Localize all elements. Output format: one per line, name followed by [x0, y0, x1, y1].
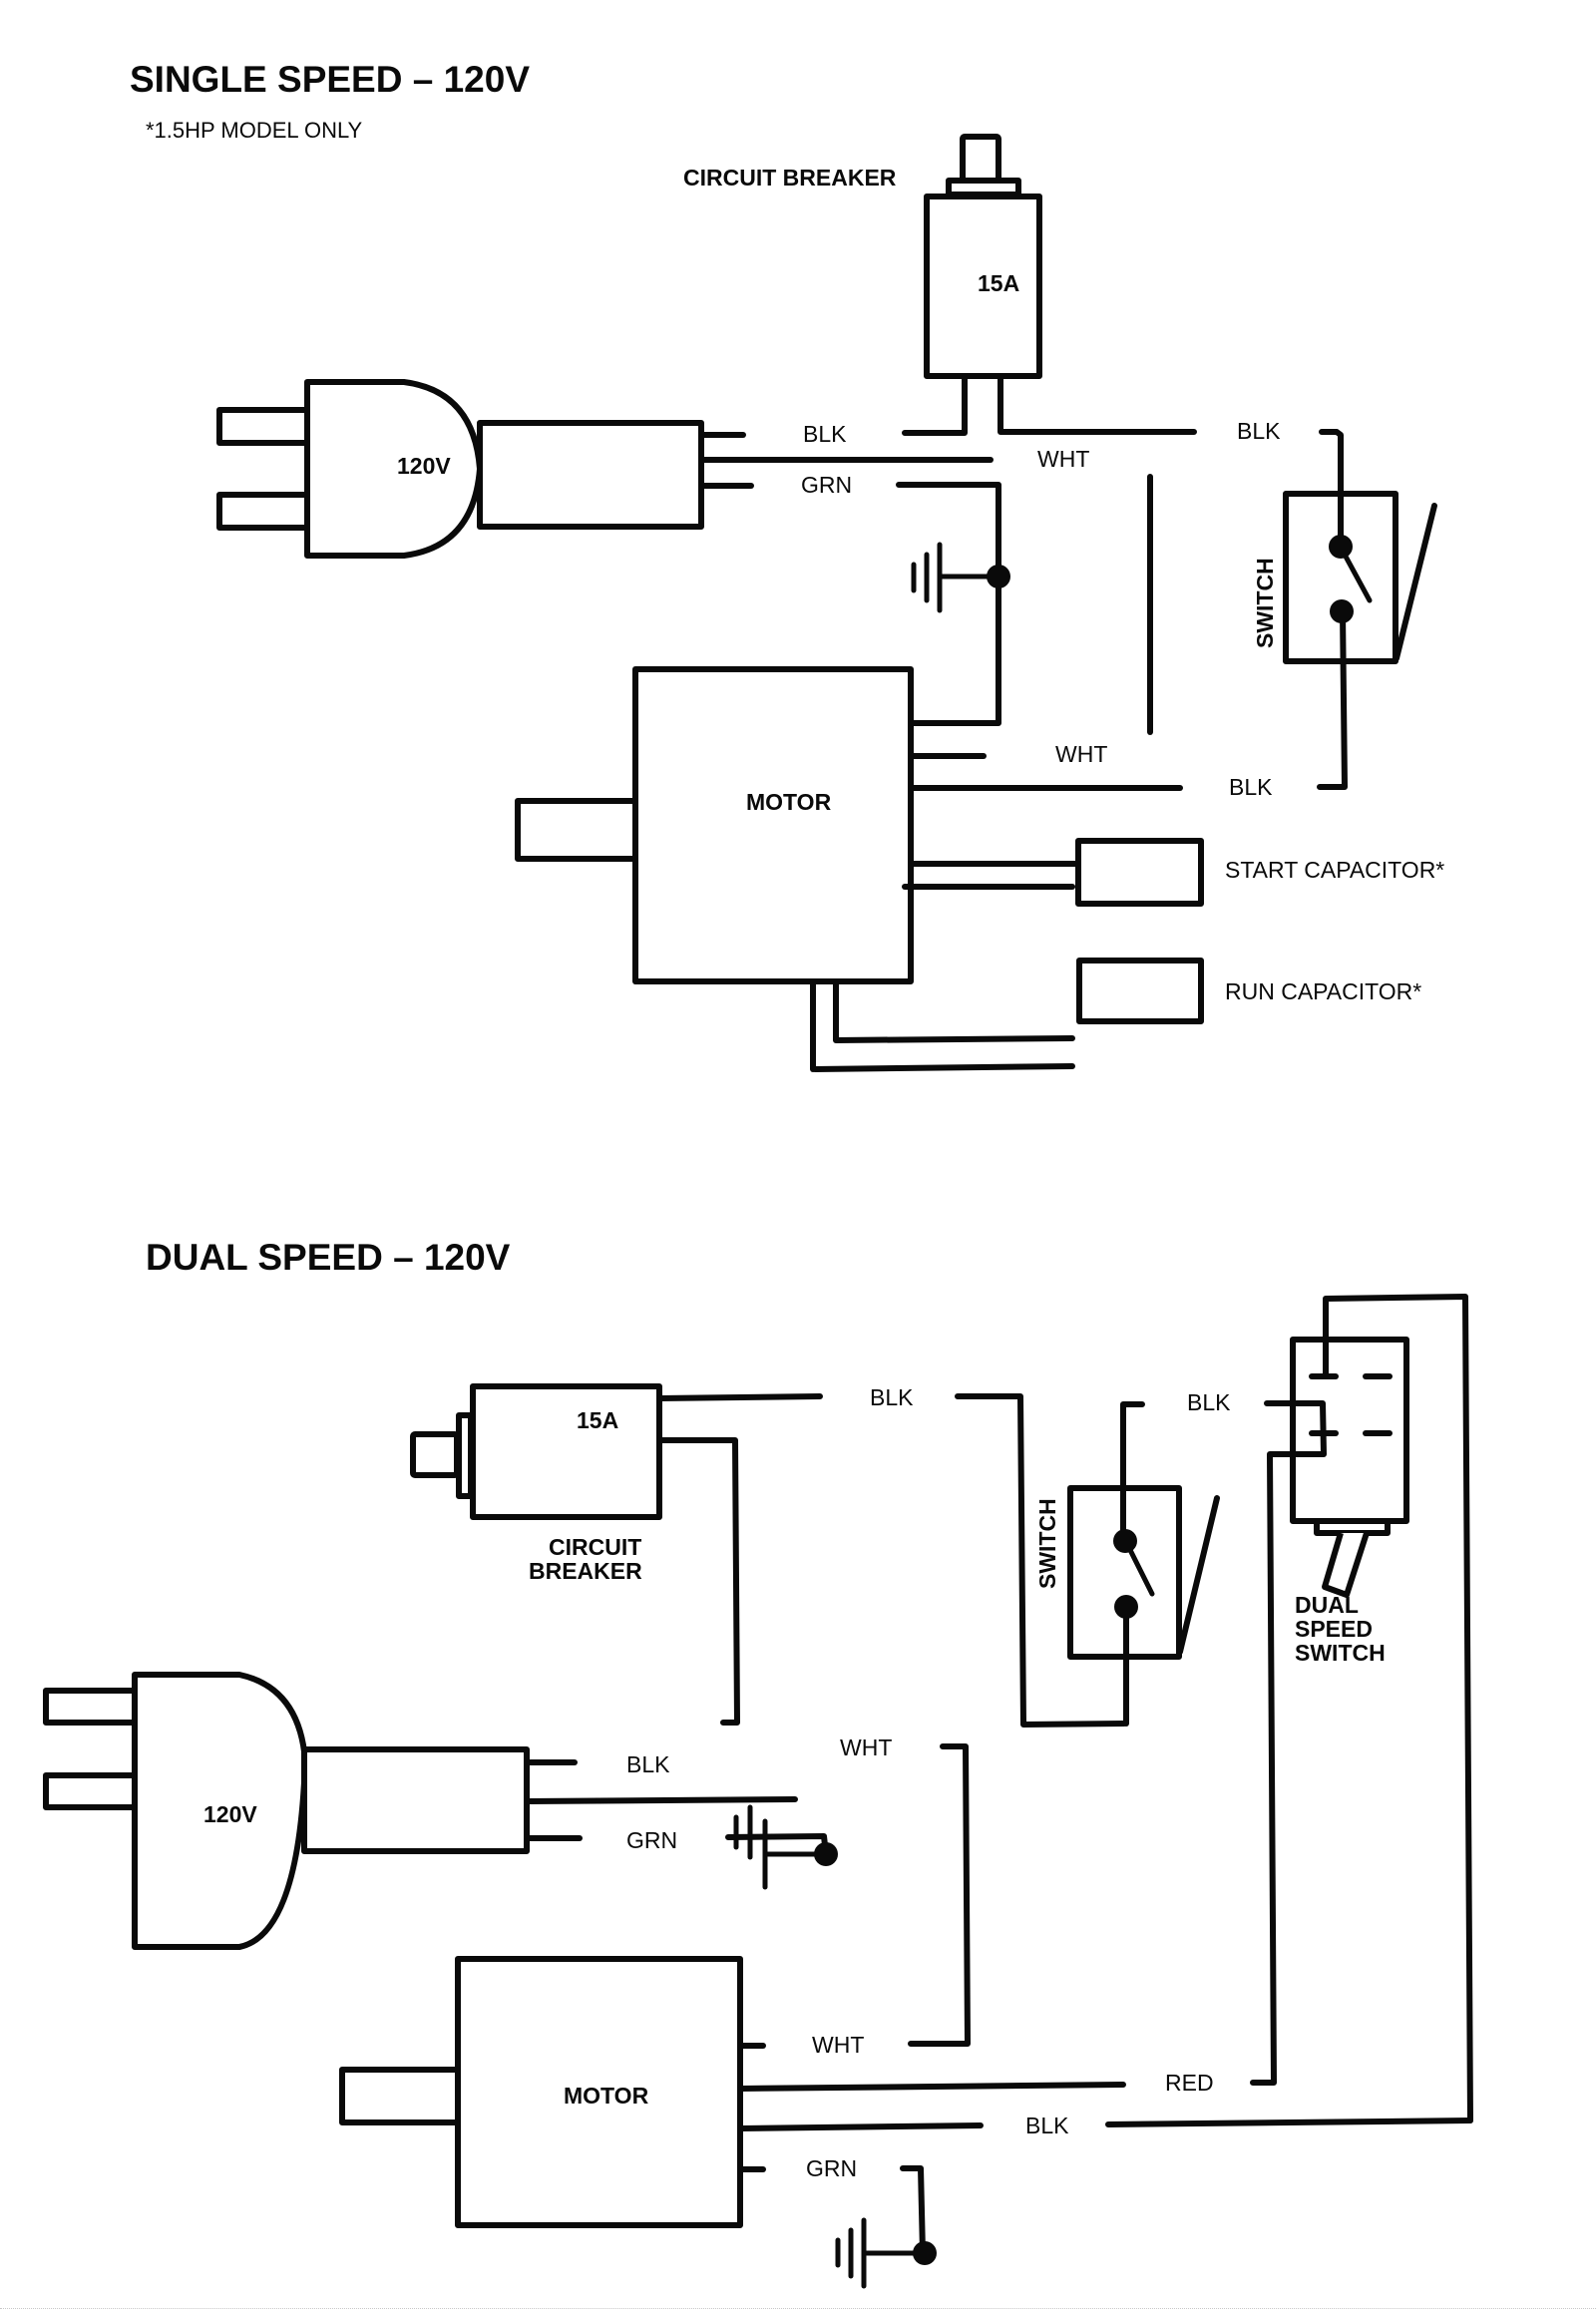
- switch-blade: [1126, 1545, 1155, 1597]
- run-capacitor: [1076, 958, 1204, 1024]
- wire-breaker-to-plug-blk: [656, 1437, 740, 1726]
- breaker-rating: 15A: [978, 270, 1019, 296]
- plug-prong-top: [43, 1688, 138, 1726]
- wire-dual-red-path: [1250, 1400, 1327, 2086]
- motor-shaft: [515, 798, 638, 862]
- wire-blk-to-breaker: [902, 374, 968, 436]
- breaker-collar: [946, 178, 1021, 197]
- dual-switch-label-line2: SPEED: [1295, 1616, 1373, 1642]
- breaker-body: [470, 1383, 662, 1520]
- dual-switch-label-line1: DUAL: [1295, 1592, 1359, 1618]
- wire-label-motor-blk: BLK: [1229, 774, 1273, 800]
- wire-label-motor-red: RED: [1165, 2070, 1214, 2096]
- wire-label-grn: GRN: [801, 472, 852, 498]
- switch-label: SWITCH: [1034, 1498, 1060, 1589]
- wire-motor-blk: [737, 2122, 984, 2131]
- breaker-reset-button: [410, 1431, 460, 1478]
- motor: MOTOR: [515, 666, 914, 984]
- switch-contact-top: [1113, 1529, 1137, 1553]
- single-speed-diagram: SINGLE SPEED – 120V *1.5HP MODEL ONLY 15…: [130, 59, 1444, 1072]
- dual-switch-toggle: [1322, 1532, 1370, 1598]
- dual-motor: MOTOR: [339, 1956, 743, 2228]
- dual-switch-label-line3: SWITCH: [1295, 1640, 1386, 1666]
- power-switch: SWITCH: [1252, 429, 1437, 790]
- wire-label-plug-grn: GRN: [626, 1827, 677, 1853]
- wire-label-wht-top: WHT: [1037, 446, 1089, 472]
- motor-shaft: [339, 2067, 463, 2125]
- wire-run-cap-2: [812, 1063, 1075, 1072]
- dual-speed-diagram: DUAL SPEED – 120V 15A CIRCUIT BREAKER BL…: [43, 1237, 1473, 2289]
- wire-label-plug-blk: BLK: [626, 1751, 670, 1777]
- wire-label-switch-blk-top: BLK: [1237, 418, 1281, 444]
- switch-lever: [1394, 503, 1437, 661]
- breaker-collar: [456, 1412, 474, 1499]
- plug-120v: 120V: [216, 379, 704, 559]
- power-cord: [301, 1746, 530, 1854]
- ground-icon: [911, 542, 1010, 613]
- plug-prong-top: [216, 407, 310, 446]
- dual-power-switch: SWITCH: [1034, 1401, 1220, 1727]
- dual-switch-collar: [1314, 1518, 1391, 1536]
- power-cord: [477, 420, 704, 530]
- plug-body: [304, 379, 483, 559]
- plug-voltage-label: 120V: [397, 453, 451, 479]
- switch-wire-bottom: [1317, 608, 1348, 790]
- wire-label-switch-blk: BLK: [1187, 1389, 1231, 1415]
- start-capacitor-label: START CAPACITOR*: [1225, 857, 1444, 883]
- ground-icon: [733, 1804, 838, 1890]
- dual-plug-120v: 120V: [43, 1672, 530, 1950]
- ground-junction: [987, 565, 1010, 588]
- wire-blk-to-switch: [955, 1393, 1127, 1728]
- breaker-body: [924, 193, 1042, 379]
- motor-label: MOTOR: [746, 789, 832, 815]
- wire-run-cap-1: [833, 978, 1075, 1043]
- dual-speed-title: DUAL SPEED – 120V: [146, 1237, 511, 1278]
- start-capacitor: [1075, 838, 1204, 907]
- breaker-reset-button: [960, 134, 1001, 184]
- wire-breaker-blk-out: [998, 374, 1197, 435]
- motor-label: MOTOR: [564, 2083, 649, 2109]
- wire-grn-to-ground: [896, 482, 1001, 726]
- wire-label-motor-grn: GRN: [806, 2155, 857, 2181]
- wire-label-breaker-blk: BLK: [870, 1384, 914, 1410]
- ground-junction: [913, 2241, 937, 2265]
- wire-label-blk: BLK: [803, 421, 847, 447]
- single-speed-title: SINGLE SPEED – 120V: [130, 59, 530, 100]
- wire-grn-to-ground: [725, 1833, 829, 1857]
- plug-prong-bottom: [43, 1772, 138, 1810]
- wire-wht-bracket: [908, 1743, 971, 2047]
- plug-prong-bottom: [216, 492, 310, 531]
- run-capacitor-label: RUN CAPACITOR*: [1225, 978, 1421, 1004]
- model-note: *1.5HP MODEL ONLY: [146, 118, 363, 143]
- wire-motor-grn-to-ground: [900, 2165, 926, 2256]
- switch-contact-top: [1329, 535, 1353, 559]
- plug-voltage-label: 120V: [203, 1801, 257, 1827]
- circuit-breaker-label-line1: CIRCUIT: [549, 1534, 641, 1560]
- wire-label-motor-blk: BLK: [1025, 2113, 1069, 2138]
- switch-label: SWITCH: [1252, 558, 1278, 648]
- wire-motor-red: [737, 2082, 1126, 2092]
- circuit-breaker-label-line2: BREAKER: [529, 1558, 642, 1584]
- circuit-breaker: 15A: [924, 134, 1042, 379]
- ground-junction: [814, 1842, 838, 1866]
- breaker-rating: 15A: [577, 1407, 618, 1433]
- dual-circuit-breaker: 15A CIRCUIT BREAKER: [410, 1383, 662, 1584]
- ground-icon: [835, 2217, 937, 2289]
- page-bottom-rule: [0, 2308, 1596, 2309]
- motor-body: [632, 666, 914, 984]
- switch-lever: [1177, 1495, 1220, 1655]
- circuit-breaker-label: CIRCUIT BREAKER: [683, 165, 897, 191]
- wire-plug-wht: [524, 1796, 798, 1804]
- wire-label-plug-wht: WHT: [840, 1734, 892, 1760]
- wire-blk-return: [1105, 2118, 1473, 2127]
- motor-body: [455, 1956, 743, 2228]
- switch-blade: [1342, 552, 1373, 603]
- wire-breaker-blk: [656, 1393, 823, 1401]
- wire-label-motor-wht: WHT: [1055, 741, 1107, 767]
- dual-speed-switch: DUAL SPEED SWITCH: [1250, 1294, 1473, 2123]
- wire-label-motor-wht: WHT: [812, 2032, 864, 2058]
